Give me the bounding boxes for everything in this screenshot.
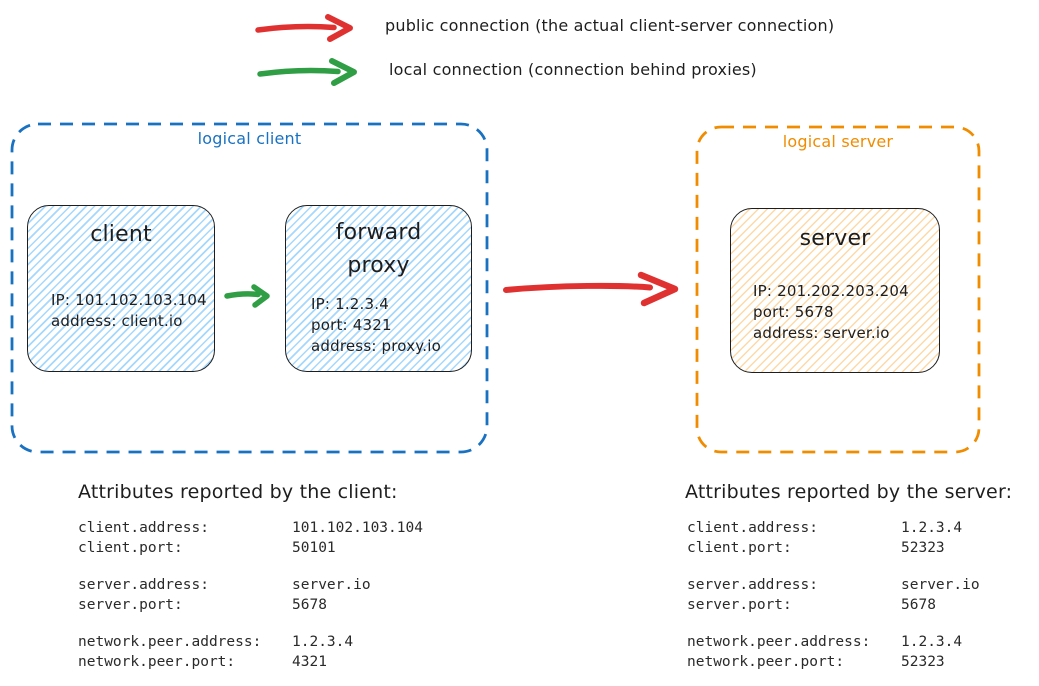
attr-row: network.peer.address: 1.2.3.4 (78, 632, 423, 652)
attr-value: 52323 (901, 540, 945, 556)
attr-value: 1.2.3.4 (292, 634, 354, 650)
attr-value: server.io (292, 577, 371, 593)
server-node-line: port: 5678 (753, 303, 834, 321)
attr-row: server.port: 5678 (78, 595, 423, 615)
attr-key: network.peer.address: (78, 634, 262, 650)
attr-row: network.peer.port: 52323 (687, 652, 980, 672)
forward-proxy-title-line: proxy (347, 253, 410, 278)
attr-value: 1.2.3.4 (901, 520, 963, 536)
attr-value: 5678 (292, 597, 327, 613)
attr-key: server.address: (78, 577, 209, 593)
client-node-details: IP: 101.102.103.104 address: client.io (51, 290, 207, 332)
attr-value: 5678 (901, 597, 936, 613)
forward-proxy-line: IP: 1.2.3.4 (311, 295, 389, 313)
attr-key: server.port: (78, 597, 183, 613)
attr-key: server.address: (687, 577, 818, 593)
client-node: client IP: 101.102.103.104 address: clie… (27, 205, 215, 372)
client-node-line: IP: 101.102.103.104 (51, 291, 207, 309)
server-node-line: address: server.io (753, 324, 890, 342)
server-node-line: IP: 201.202.203.204 (753, 282, 909, 300)
public-arrow-icon (503, 271, 679, 307)
server-attributes-title: Attributes reported by the server: (685, 481, 1013, 503)
attr-key: client.port: (687, 540, 792, 556)
attr-row: client.port: 50101 (78, 538, 423, 558)
client-node-title: client (90, 222, 152, 247)
client-attributes-table: client.address: 101.102.103.104 client.p… (78, 518, 423, 672)
server-node: server IP: 201.202.203.204 port: 5678 ad… (730, 208, 940, 373)
attr-row: server.port: 5678 (687, 595, 980, 615)
public-connection-arrow-icon (255, 14, 353, 42)
attr-key: client.port: (78, 540, 183, 556)
logical-client-border (10, 122, 489, 454)
attr-row: server.address: server.io (78, 575, 423, 595)
attr-row: client.address: 1.2.3.4 (687, 518, 980, 538)
forward-proxy-node-details: IP: 1.2.3.4 port: 4321 address: proxy.io (311, 294, 441, 357)
attr-value: server.io (901, 577, 980, 593)
public-connection-label: public connection (the actual client-ser… (385, 16, 835, 35)
attr-row: network.peer.port: 4321 (78, 652, 423, 672)
logical-client-label: logical client (197, 129, 302, 148)
logical-server-label: logical server (782, 132, 894, 151)
local-arrow-icon (224, 284, 270, 308)
logical-server-group: logical server server IP: 201.202.203.20… (695, 125, 981, 454)
server-node-title: server (799, 226, 871, 251)
attr-key: client.address: (78, 520, 209, 536)
attr-row: network.peer.address: 1.2.3.4 (687, 632, 980, 652)
local-connection-arrow-icon (257, 58, 357, 86)
server-attributes-table: client.address: 1.2.3.4 client.port: 523… (687, 518, 980, 672)
attr-key: network.peer.port: (687, 654, 845, 670)
forward-proxy-title-line: forward (335, 220, 422, 245)
attr-key: server.port: (687, 597, 792, 613)
client-node-line: address: client.io (51, 312, 183, 330)
attr-row: client.address: 101.102.103.104 (78, 518, 423, 538)
attr-row: server.address: server.io (687, 575, 980, 595)
attr-value: 101.102.103.104 (292, 520, 423, 536)
logical-client-group: logical client client IP: 101.102.103.10… (10, 122, 489, 454)
logical-server-border (695, 125, 981, 454)
forward-proxy-node-title: forward proxy (286, 216, 471, 282)
local-connection-label: local connection (connection behind prox… (389, 60, 757, 79)
attr-key: network.peer.address: (687, 634, 871, 650)
client-attributes-title: Attributes reported by the client: (78, 481, 398, 503)
attr-key: client.address: (687, 520, 818, 536)
forward-proxy-line: address: proxy.io (311, 337, 441, 355)
forward-proxy-node: forward proxy IP: 1.2.3.4 port: 4321 add… (285, 205, 472, 372)
attr-value: 50101 (292, 540, 336, 556)
attr-value: 1.2.3.4 (901, 634, 963, 650)
attr-value: 52323 (901, 654, 945, 670)
attr-value: 4321 (292, 654, 327, 670)
forward-proxy-line: port: 4321 (311, 316, 392, 334)
attr-row: client.port: 52323 (687, 538, 980, 558)
server-node-details: IP: 201.202.203.204 port: 5678 address: … (753, 281, 909, 344)
attr-key: network.peer.port: (78, 654, 236, 670)
